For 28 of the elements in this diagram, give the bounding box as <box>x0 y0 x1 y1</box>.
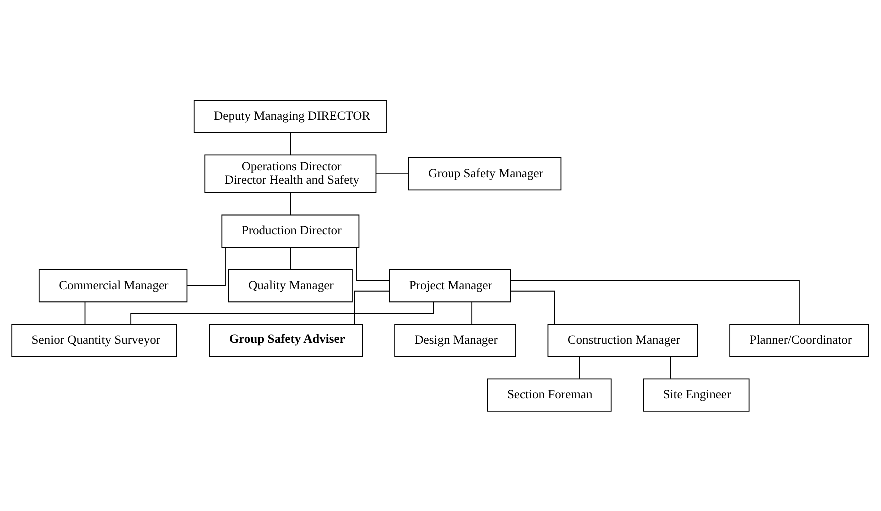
connector <box>510 290 556 324</box>
node-box: Project Manager <box>389 268 512 302</box>
node-box: Operations Director Director Health and Safety <box>204 154 377 193</box>
connector <box>84 301 86 324</box>
connector <box>187 246 226 286</box>
node-box: Deputy Managing DIRECTOR <box>194 100 388 133</box>
node-box: Planner/Coordinator <box>730 324 870 357</box>
connector <box>290 246 292 270</box>
connector <box>472 301 473 324</box>
connector <box>354 290 390 324</box>
node-box: Group Safety Adviser <box>209 324 364 357</box>
connector <box>290 132 292 156</box>
connector <box>579 356 580 379</box>
node-box: Construction Manager <box>548 324 698 357</box>
connector <box>356 246 390 281</box>
connector <box>670 356 672 379</box>
connector <box>290 192 292 216</box>
node-box: Production Director <box>222 214 360 248</box>
node-box: Section Foreman <box>487 378 612 412</box>
node-box: Quality Manager <box>228 268 353 302</box>
connector <box>130 301 434 324</box>
node-box: Design Manager <box>394 324 516 357</box>
connector <box>376 173 410 174</box>
node-box: Commercial Manager <box>38 268 188 302</box>
node-box: Senior Quantity Surveyor <box>12 324 178 357</box>
connector <box>510 280 800 324</box>
node-box: Group Safety Manager <box>408 156 562 190</box>
node-box: Site Engineer <box>643 378 750 412</box>
